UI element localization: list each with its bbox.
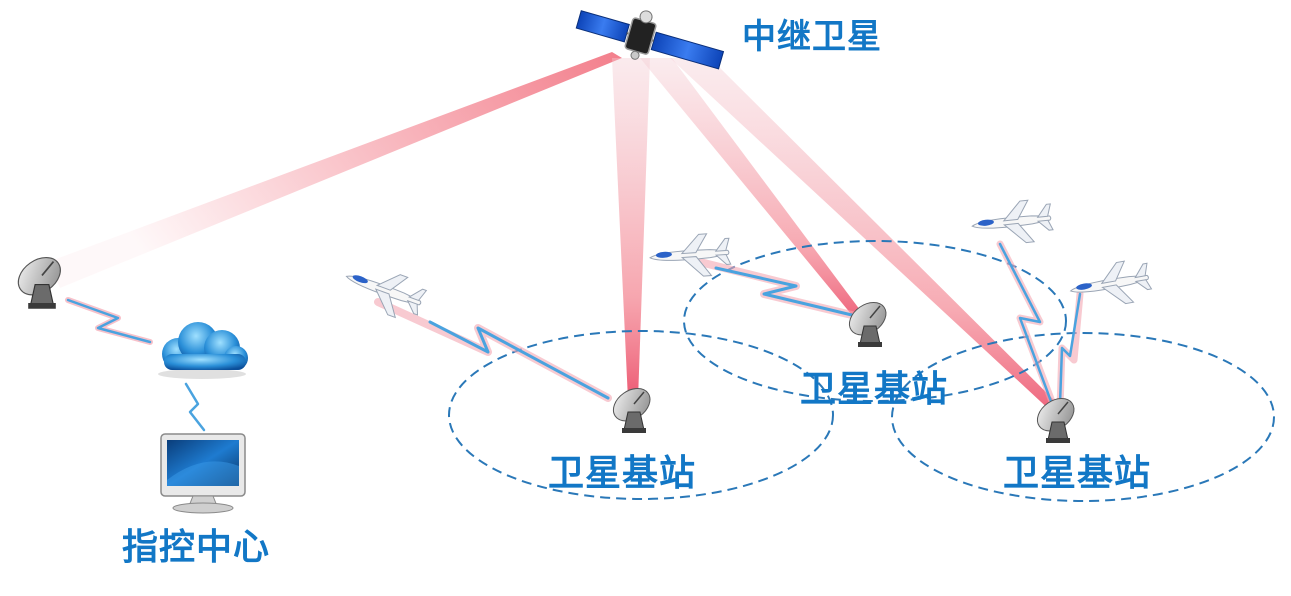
uav-icon [648, 231, 732, 281]
relay-satellite-label: 中继卫星 [742, 17, 882, 57]
link-cloud-to-monitor [184, 382, 206, 432]
relay-beams [48, 52, 1064, 414]
base-station-label-1: 卫星基站 [548, 453, 697, 494]
satellite-icon [575, 10, 725, 70]
monitor-icon [160, 433, 246, 514]
dish-antenna-icon [606, 381, 657, 434]
link-uav2-to-bs2-core [714, 266, 858, 318]
coverage-area-3 [891, 332, 1275, 502]
link-uav1-to-bs1-core [428, 320, 610, 400]
beam-to-base-station-3 [670, 58, 1064, 414]
coverage-area-2 [683, 240, 1067, 402]
link-uav1-to-bs1 [374, 298, 612, 402]
base-station-label-3: 卫星基站 [1003, 453, 1152, 494]
cloud-icon [158, 322, 248, 379]
link-uav3-to-bs3-core [998, 242, 1054, 406]
link-dish-to-cloud-core [66, 298, 152, 344]
coverage-circles [448, 240, 1275, 502]
link-dish-to-cloud [65, 297, 153, 345]
uav-icon [338, 257, 429, 325]
beam-to-base-station-1 [612, 58, 650, 400]
coverage-area-1 [448, 330, 834, 500]
beam-to-command-center [48, 52, 622, 288]
command-center-label: 指控中心 [122, 527, 271, 568]
beam-to-base-station-2 [640, 58, 866, 320]
uav-icon [969, 197, 1055, 249]
link-uav4-to-bs3-core [1058, 292, 1082, 406]
radio-links [65, 240, 1084, 432]
base-station-label-2: 卫星基站 [800, 369, 949, 410]
